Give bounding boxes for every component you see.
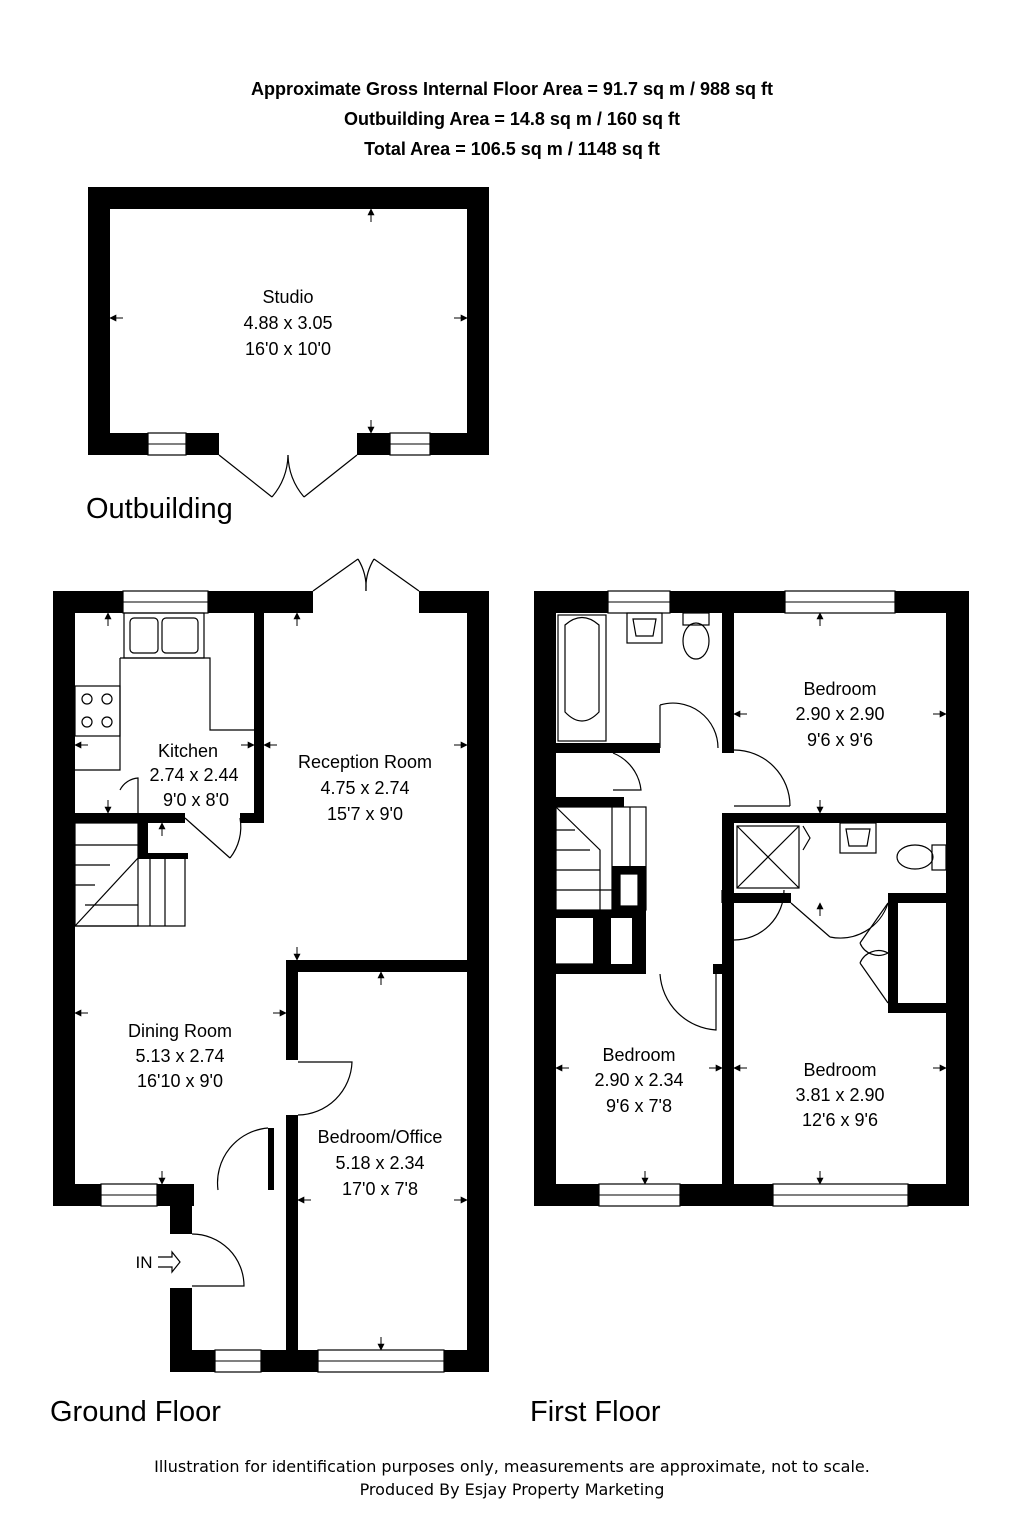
reception-metric: 4.75 x 2.74 (320, 778, 409, 798)
dining-name: Dining Room (128, 1021, 232, 1041)
outbuilding-plan (88, 187, 489, 498)
producer-credit: Produced By Esjay Property Marketing (359, 1480, 665, 1499)
office-imperial: 17'0 x 7'8 (342, 1179, 418, 1199)
bed2-name: Bedroom (602, 1045, 675, 1065)
bed3-metric: 3.81 x 2.90 (795, 1085, 884, 1105)
bed1-imperial: 9'6 x 9'6 (807, 730, 873, 750)
reception-name: Reception Room (298, 752, 432, 772)
studio-metric: 4.88 x 3.05 (243, 313, 332, 333)
dining-metric: 5.13 x 2.74 (135, 1046, 224, 1066)
bed3-name: Bedroom (803, 1060, 876, 1080)
ground-floor-label: Ground Floor (50, 1396, 221, 1428)
studio-imperial: 16'0 x 10'0 (245, 339, 331, 359)
entrance-label: IN (136, 1253, 153, 1272)
outbuilding-area: Outbuilding Area = 14.8 sq m / 160 sq ft (344, 109, 680, 129)
kitchen-name: Kitchen (158, 741, 218, 761)
office-name: Bedroom/Office (318, 1127, 443, 1147)
ground-floor-plan (53, 558, 489, 1373)
dining-imperial: 16'10 x 9'0 (137, 1071, 223, 1091)
reception-imperial: 15'7 x 9'0 (327, 804, 403, 824)
disclaimer: Illustration for identification purposes… (154, 1457, 870, 1476)
first-floor-label: First Floor (530, 1396, 661, 1428)
outbuilding-label: Outbuilding (86, 493, 233, 525)
total-area: Total Area = 106.5 sq m / 1148 sq ft (364, 139, 660, 159)
first-floor-plan (534, 590, 969, 1207)
bed1-metric: 2.90 x 2.90 (795, 704, 884, 724)
gross-internal-area: Approximate Gross Internal Floor Area = … (251, 79, 773, 99)
bed1-name: Bedroom (803, 679, 876, 699)
kitchen-imperial: 9'0 x 8'0 (163, 790, 229, 810)
kitchen-metric: 2.74 x 2.44 (149, 765, 238, 785)
studio-name: Studio (262, 287, 313, 307)
office-metric: 5.18 x 2.34 (335, 1153, 424, 1173)
bed3-imperial: 12'6 x 9'6 (802, 1110, 878, 1130)
bed2-imperial: 9'6 x 7'8 (606, 1096, 672, 1116)
bed2-metric: 2.90 x 2.34 (594, 1070, 683, 1090)
